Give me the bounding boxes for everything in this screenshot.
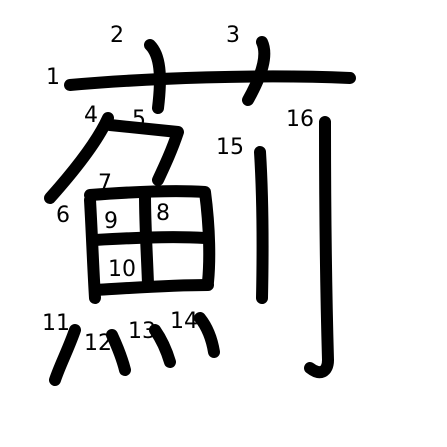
stroke-16 bbox=[304, 116, 334, 379]
stroke-2 bbox=[144, 39, 166, 114]
stroke-number-16: 16 bbox=[286, 107, 314, 132]
stroke-6 bbox=[84, 194, 101, 304]
stroke-number-15: 15 bbox=[216, 135, 244, 160]
stroke-number-labels: 1 2 3 4 5 6 7 8 9 10 11 12 13 14 15 16 bbox=[42, 23, 314, 356]
stroke-3 bbox=[242, 36, 271, 106]
stroke-5 bbox=[104, 119, 184, 186]
stroke-number-6: 6 bbox=[56, 203, 70, 228]
stroke-number-1: 1 bbox=[46, 65, 60, 90]
stroke-number-8: 8 bbox=[156, 201, 170, 226]
stroke-15 bbox=[254, 146, 269, 304]
stroke-number-5: 5 bbox=[132, 107, 146, 132]
stroke-number-10: 10 bbox=[108, 257, 136, 282]
stroke-number-7: 7 bbox=[98, 171, 112, 196]
stroke-number-14: 14 bbox=[170, 309, 198, 334]
stroke-number-2: 2 bbox=[110, 23, 124, 48]
stroke-12 bbox=[106, 329, 131, 376]
stroke-9 bbox=[89, 231, 211, 246]
stroke-number-9: 9 bbox=[104, 209, 118, 234]
stroke-number-13: 13 bbox=[128, 319, 156, 344]
stroke-10 bbox=[89, 279, 214, 296]
stroke-number-4: 4 bbox=[84, 103, 98, 128]
strokes bbox=[44, 36, 356, 386]
stroke-number-12: 12 bbox=[84, 331, 112, 356]
stroke-number-3: 3 bbox=[226, 23, 240, 48]
stroke-14 bbox=[194, 312, 220, 358]
stroke-11 bbox=[49, 324, 81, 386]
stroke-7 bbox=[84, 185, 216, 288]
stroke-1 bbox=[64, 70, 356, 91]
stroke-13 bbox=[149, 324, 176, 368]
stroke-number-11: 11 bbox=[42, 311, 70, 336]
